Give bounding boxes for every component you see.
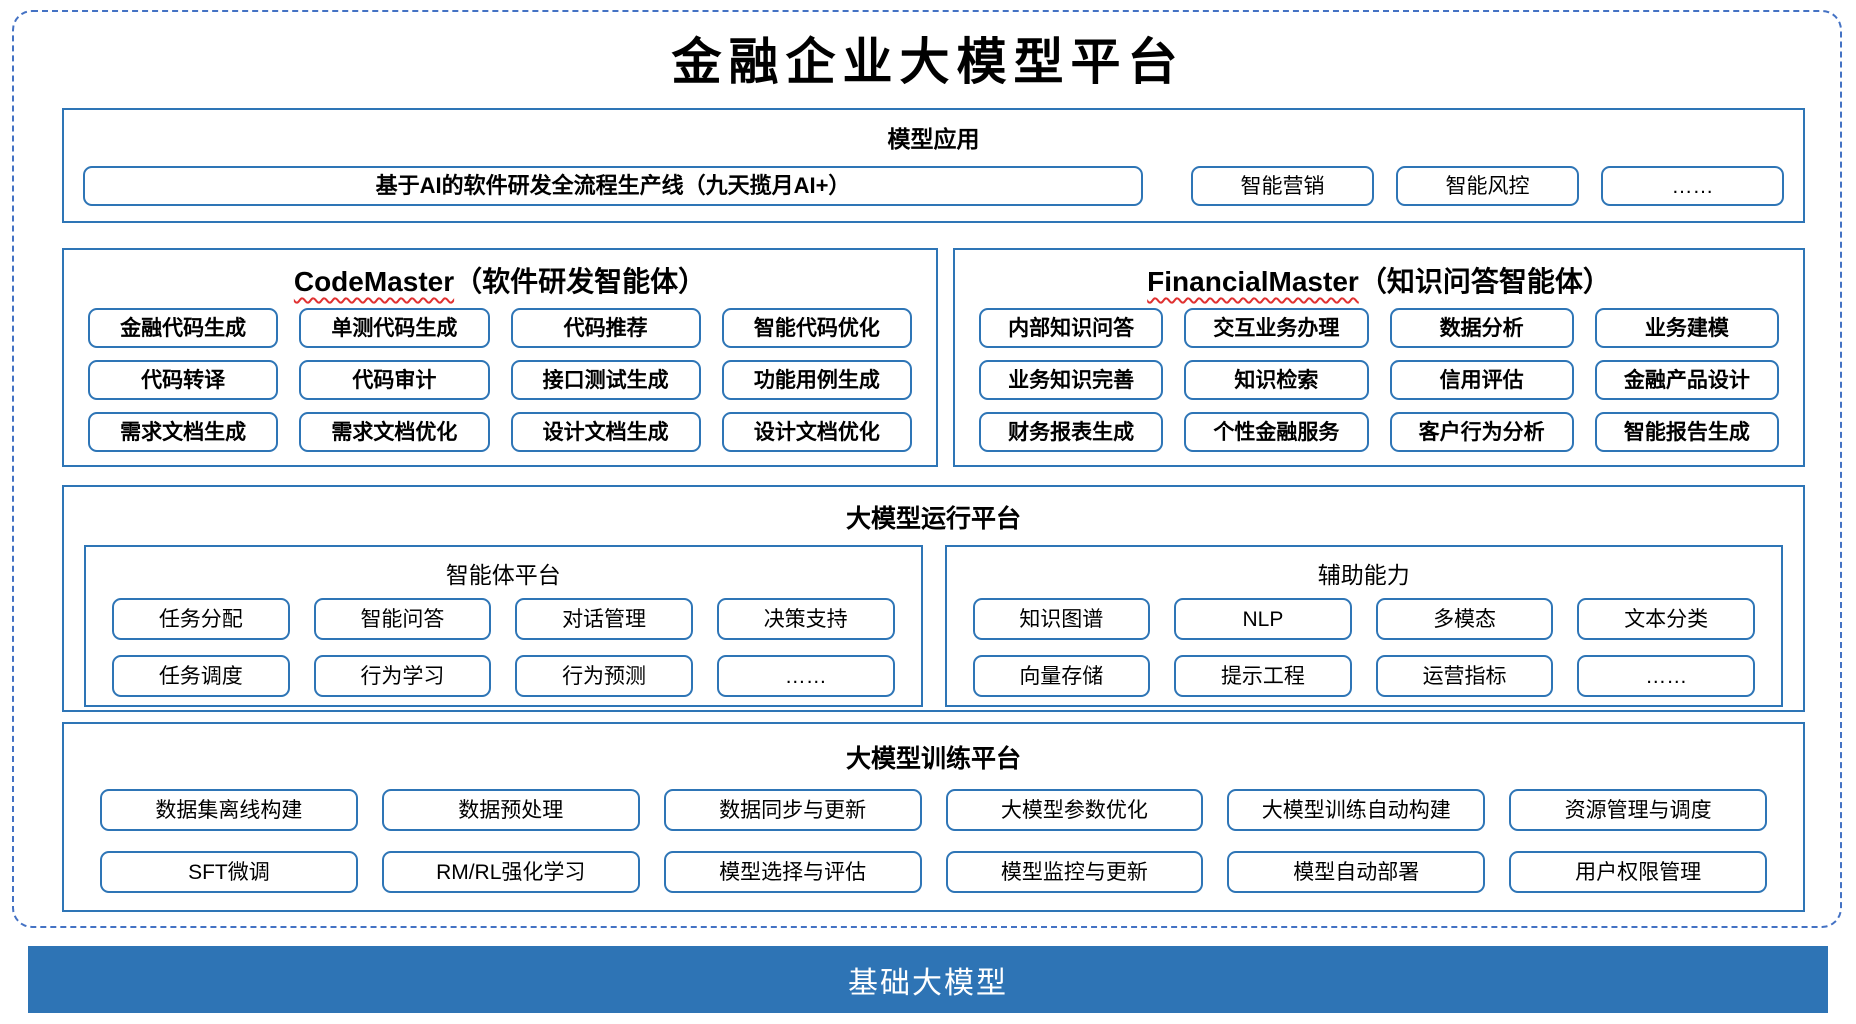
capability-box: RM/RL强化学习 <box>381 851 640 893</box>
capability-box: 代码转译 <box>88 360 279 400</box>
capability-box: 接口测试生成 <box>510 360 701 400</box>
section-training-platform: 大模型训练平台 数据集离线构建 数据预处理 数据同步与更新 大模型参数优化 大模… <box>62 722 1805 912</box>
capability-box: 资源管理与调度 <box>1509 789 1767 831</box>
capability-box: 数据分析 <box>1389 308 1574 348</box>
section-financial-master-title: FinancialMaster（知识问答智能体） <box>955 260 1803 300</box>
foundation-model-bar: 基础大模型 <box>28 946 1828 1013</box>
capability-box: 数据同步与更新 <box>663 789 922 831</box>
capability-box: 向量存储 <box>972 655 1151 697</box>
capability-box: 多模态 <box>1375 598 1554 640</box>
capability-box: SFT微调 <box>100 851 358 893</box>
capability-box: 行为学习 <box>313 655 492 697</box>
capability-box: 单测代码生成 <box>299 308 490 348</box>
capability-box: 需求文档生成 <box>88 412 279 452</box>
section-financial-master: FinancialMaster（知识问答智能体） 内部知识问答 交互业务办理 数… <box>953 248 1805 467</box>
aux-ability-items: 知识图谱 NLP 多模态 文本分类 向量存储 提示工程 运营指标 …… <box>947 590 1782 697</box>
section-model-application: 模型应用 基于AI的软件研发全流程生产线（九天揽月AI+） 智能营销 智能风控 … <box>62 108 1805 223</box>
capability-box: 对话管理 <box>515 598 693 640</box>
financial-master-subtitle: （知识问答智能体） <box>1358 266 1611 297</box>
outer-dashed-border <box>12 10 1842 928</box>
capability-box: 金融产品设计 <box>1594 360 1779 400</box>
capability-box: 决策支持 <box>716 598 895 640</box>
capability-box: …… <box>1577 655 1755 697</box>
capability-box: 大模型训练自动构建 <box>1227 789 1486 831</box>
runtime-subsections: 智能体平台 任务分配 智能问答 对话管理 决策支持 任务调度 行为学习 行为预测… <box>64 545 1803 707</box>
section-model-application-title: 模型应用 <box>887 126 980 152</box>
model-application-items: 基于AI的软件研发全流程生产线（九天揽月AI+） 智能营销 智能风控 …… <box>64 166 1803 206</box>
financial-master-name: FinancialMaster <box>1147 266 1359 297</box>
capability-box: 文本分类 <box>1577 598 1755 640</box>
capability-box: 智能风控 <box>1396 166 1579 206</box>
capability-box: 需求文档优化 <box>299 412 490 452</box>
capability-box: 业务建模 <box>1594 308 1779 348</box>
section-code-master-title: CodeMaster（软件研发智能体） <box>64 260 936 300</box>
capability-box: 智能营销 <box>1191 166 1374 206</box>
capability-box: …… <box>716 655 895 697</box>
capability-box: 模型监控与更新 <box>945 851 1204 893</box>
capability-box: 信用评估 <box>1389 360 1574 400</box>
section-code-master: CodeMaster（软件研发智能体） 金融代码生成 单测代码生成 代码推荐 智… <box>62 248 938 467</box>
capability-box: 知识检索 <box>1184 360 1369 400</box>
section-runtime-platform-title: 大模型运行平台 <box>845 505 1021 533</box>
capability-box: 运营指标 <box>1375 655 1554 697</box>
capability-box: 任务调度 <box>112 655 290 697</box>
capability-box: 任务分配 <box>112 598 290 640</box>
capability-box: 数据预处理 <box>381 789 640 831</box>
capability-box: 数据集离线构建 <box>100 789 358 831</box>
capability-box: 设计文档生成 <box>510 412 701 452</box>
capability-box: 业务知识完善 <box>979 360 1164 400</box>
capability-box: 客户行为分析 <box>1389 412 1574 452</box>
subsection-aux-ability: 辅助能力 知识图谱 NLP 多模态 文本分类 向量存储 提示工程 运营指标 …… <box>944 545 1783 707</box>
capability-box: 智能报告生成 <box>1594 412 1779 452</box>
aux-ability-title: 辅助能力 <box>1317 562 1410 588</box>
capability-box: 提示工程 <box>1174 655 1352 697</box>
capability-box: …… <box>1601 166 1784 206</box>
capability-box: 代码推荐 <box>510 308 701 348</box>
training-platform-items: 数据集离线构建 数据预处理 数据同步与更新 大模型参数优化 大模型训练自动构建 … <box>64 775 1803 893</box>
code-master-items: 金融代码生成 单测代码生成 代码推荐 智能代码优化 代码转译 代码审计 接口测试… <box>64 300 936 452</box>
code-master-name: CodeMaster <box>293 266 455 297</box>
section-runtime-platform: 大模型运行平台 智能体平台 任务分配 智能问答 对话管理 决策支持 任务调度 行… <box>62 485 1805 712</box>
capability-box: 内部知识问答 <box>979 308 1164 348</box>
capability-box: 财务报表生成 <box>979 412 1164 452</box>
capability-box: 智能问答 <box>313 598 492 640</box>
capability-box: 模型选择与评估 <box>663 851 922 893</box>
capability-box: 用户权限管理 <box>1509 851 1767 893</box>
capability-box: 设计文档优化 <box>721 412 912 452</box>
capability-box: 行为预测 <box>515 655 693 697</box>
capability-box: 基于AI的软件研发全流程生产线（九天揽月AI+） <box>83 166 1143 206</box>
subsection-agent-platform: 智能体平台 任务分配 智能问答 对话管理 决策支持 任务调度 行为学习 行为预测… <box>84 545 923 707</box>
page-title: 金融企业大模型平台 <box>671 32 1185 91</box>
capability-box: NLP <box>1174 598 1352 640</box>
code-master-subtitle: （软件研发智能体） <box>454 266 707 297</box>
agent-platform-items: 任务分配 智能问答 对话管理 决策支持 任务调度 行为学习 行为预测 …… <box>86 590 921 697</box>
capability-box: 大模型参数优化 <box>945 789 1204 831</box>
agent-platform-title: 智能体平台 <box>445 562 561 588</box>
capability-box: 智能代码优化 <box>721 308 912 348</box>
capability-box: 交互业务办理 <box>1184 308 1369 348</box>
section-training-platform-title: 大模型训练平台 <box>845 745 1021 773</box>
capability-box: 功能用例生成 <box>721 360 912 400</box>
capability-box: 模型自动部署 <box>1227 851 1486 893</box>
capability-box: 代码审计 <box>299 360 490 400</box>
financial-master-items: 内部知识问答 交互业务办理 数据分析 业务建模 业务知识完善 知识检索 信用评估… <box>955 300 1803 452</box>
capability-box: 个性金融服务 <box>1184 412 1369 452</box>
capability-box: 金融代码生成 <box>88 308 279 348</box>
capability-box: 知识图谱 <box>972 598 1151 640</box>
